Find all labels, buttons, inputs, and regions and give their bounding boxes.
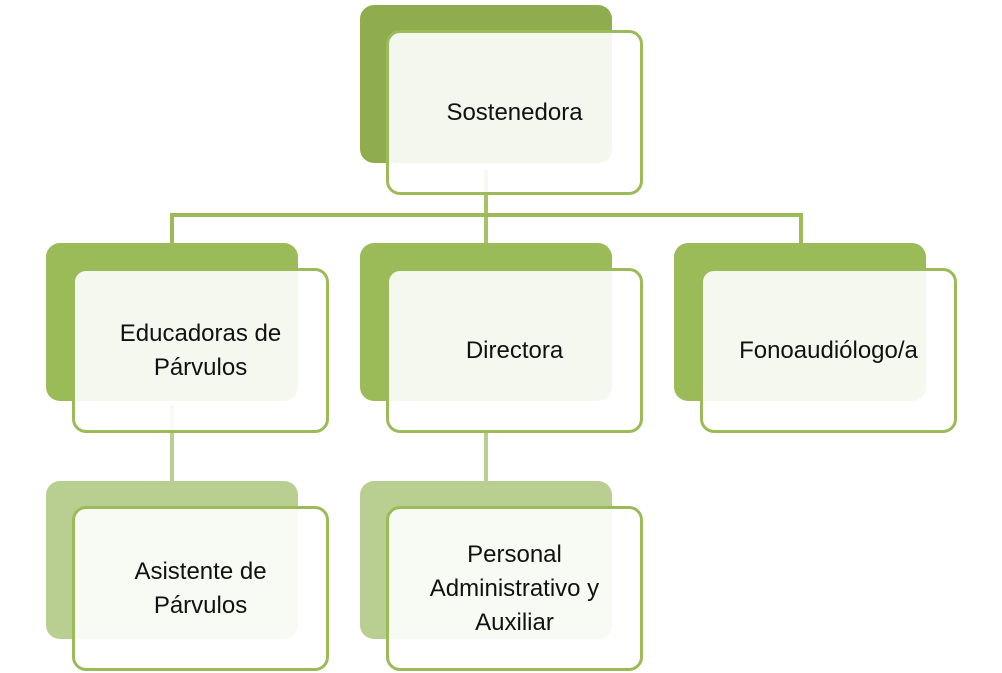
connector-right-vertical <box>799 213 803 244</box>
node-personal: Personal Administrativo y Auxiliar <box>386 506 643 671</box>
connector-top-vertical <box>484 170 488 244</box>
node-asistente: Asistente de Párvulos <box>72 506 329 671</box>
node-label: Personal Administrativo y Auxiliar <box>429 540 600 636</box>
connector-left-vertical <box>170 213 174 244</box>
node-educadoras: Educadoras de Párvulos <box>72 268 329 433</box>
connector-educadoras-asistente <box>170 405 174 482</box>
connector-horizontal <box>170 213 803 217</box>
node-label: Educadoras de Párvulos <box>119 319 282 381</box>
node-label: Sostenedora <box>446 98 583 126</box>
node-directora: Directora <box>386 268 643 433</box>
connector-directora-personal <box>484 432 488 482</box>
node-label: Directora <box>465 336 564 364</box>
node-fono: Fonoaudiólogo/a <box>700 268 957 433</box>
node-label: Asistente de Párvulos <box>134 557 267 619</box>
node-sostenedora: Sostenedora <box>386 30 643 195</box>
node-label: Fonoaudiólogo/a <box>739 336 918 364</box>
